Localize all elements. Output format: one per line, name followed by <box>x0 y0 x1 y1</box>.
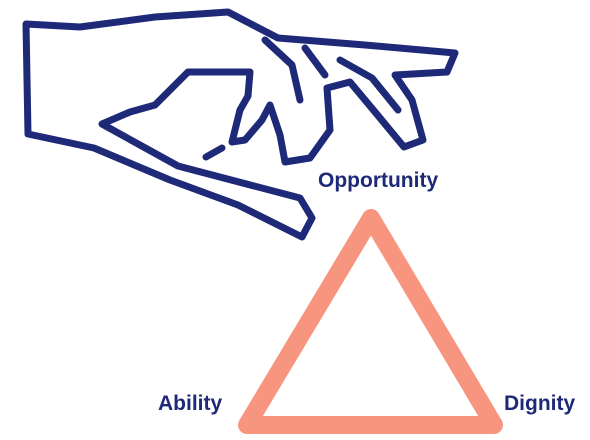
dignity-label: Dignity <box>504 392 576 415</box>
hand-thumb-crease <box>202 144 226 161</box>
pointing-hand-icon <box>22 8 459 241</box>
hand-outline <box>22 8 459 241</box>
hand-finger-line <box>261 36 304 104</box>
hand-finger-line <box>336 56 402 114</box>
ability-label: Ability <box>158 392 223 415</box>
opportunity-label: Opportunity <box>318 169 439 192</box>
hand-finger-line <box>301 44 329 79</box>
triangle-outline <box>238 209 503 434</box>
